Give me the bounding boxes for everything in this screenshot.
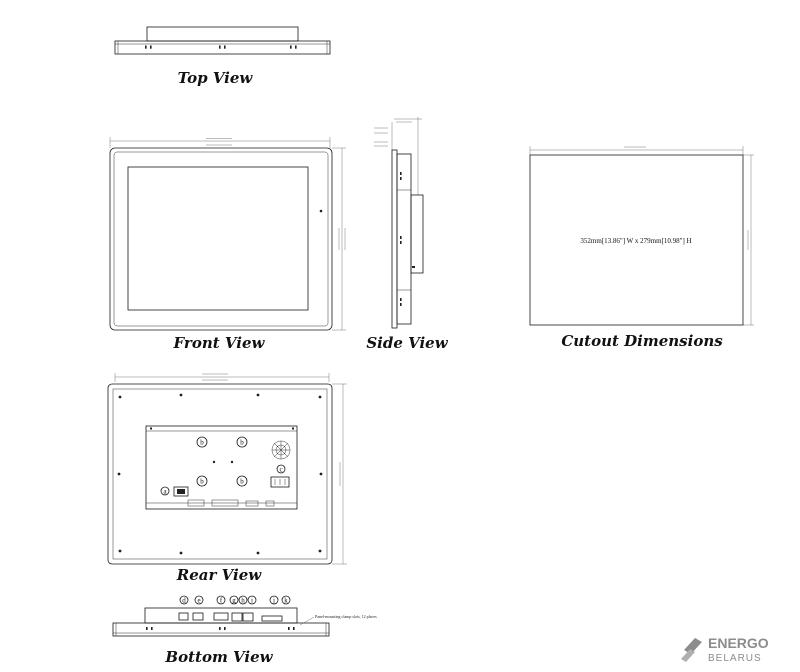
svg-text:a: a [163,488,167,496]
rear-callout-b: b [240,478,244,486]
top-view-caption: Top View [178,69,254,87]
bottom-callout-k: k [281,595,291,605]
logo-line1: ENERGO [708,635,769,651]
rear-view-drawing [107,373,347,565]
svg-text:h: h [241,597,245,605]
side-view-caption: Side View [366,334,448,352]
cutout-size-label: 352mm[13.86"] W x 279mm[10.98"] H [580,237,691,245]
bottom-callout-e: e [194,595,204,605]
clamp-slot-note: Panel-mounting clamp slots, 12 places [315,614,377,620]
svg-text:c: c [279,466,282,474]
rear-callout-c: c [276,464,286,474]
bottom-callout-f: f [216,595,226,605]
rear-callout-b: b [200,439,204,447]
svg-text:j: j [272,597,275,605]
bottom-callout-i: i [247,595,257,605]
svg-text:b: b [200,478,204,486]
svg-text:b: b [240,478,244,486]
energo-belarus-logo: ENERGO BELARUS [681,635,769,664]
logo-mark-icon [684,638,702,654]
svg-text:e: e [197,597,200,605]
bottom-view-drawing [112,607,330,637]
svg-text:b: b [240,439,244,447]
bottom-callout-g: g [229,595,239,605]
bottom-callout-d: d [179,595,189,605]
side-view-drawing [374,117,424,329]
rear-callout-b: b [200,478,204,486]
bottom-view-caption: Bottom View [164,648,273,666]
svg-text:i: i [251,597,253,605]
cutout-dimensions-caption: Cutout Dimensions [561,332,723,350]
rear-callout-a: a [160,486,170,496]
front-view-drawing [109,137,346,331]
svg-text:d: d [182,597,186,605]
bottom-callout-h: h [238,595,248,605]
top-view-drawing [114,26,331,55]
bottom-callout-j: j [269,595,279,605]
svg-text:k: k [284,597,288,605]
rear-callout-b: b [240,439,244,447]
rear-view-caption: Rear View [176,566,262,584]
svg-text:g: g [232,597,236,605]
logo-line2: BELARUS [708,653,762,664]
svg-text:f: f [220,597,223,605]
front-view-caption: Front View [173,334,266,352]
svg-text:b: b [200,439,204,447]
cutout-drawing [529,146,754,326]
